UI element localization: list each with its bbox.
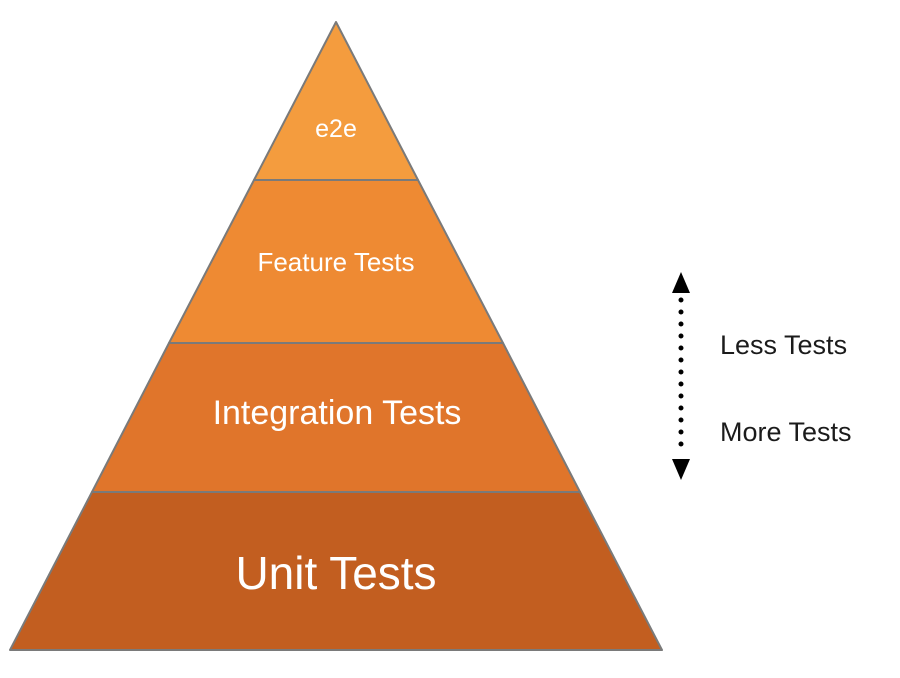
arrow-down-icon: [672, 459, 690, 480]
pyramid-label-integration-tests: Integration Tests: [213, 394, 462, 432]
quantity-arrow: [672, 272, 690, 480]
pyramid-layer-unit-tests: [9, 491, 663, 651]
pyramid-label-feature-tests: Feature Tests: [257, 247, 414, 277]
more-tests-label: More Tests: [720, 417, 852, 447]
less-tests-label: Less Tests: [720, 330, 847, 360]
arrow-up-icon: [672, 272, 690, 293]
pyramid-label-e2e: e2e: [315, 115, 357, 143]
pyramid-layer-e2e: [253, 21, 419, 181]
pyramid-label-unit-tests: Unit Tests: [235, 547, 436, 599]
